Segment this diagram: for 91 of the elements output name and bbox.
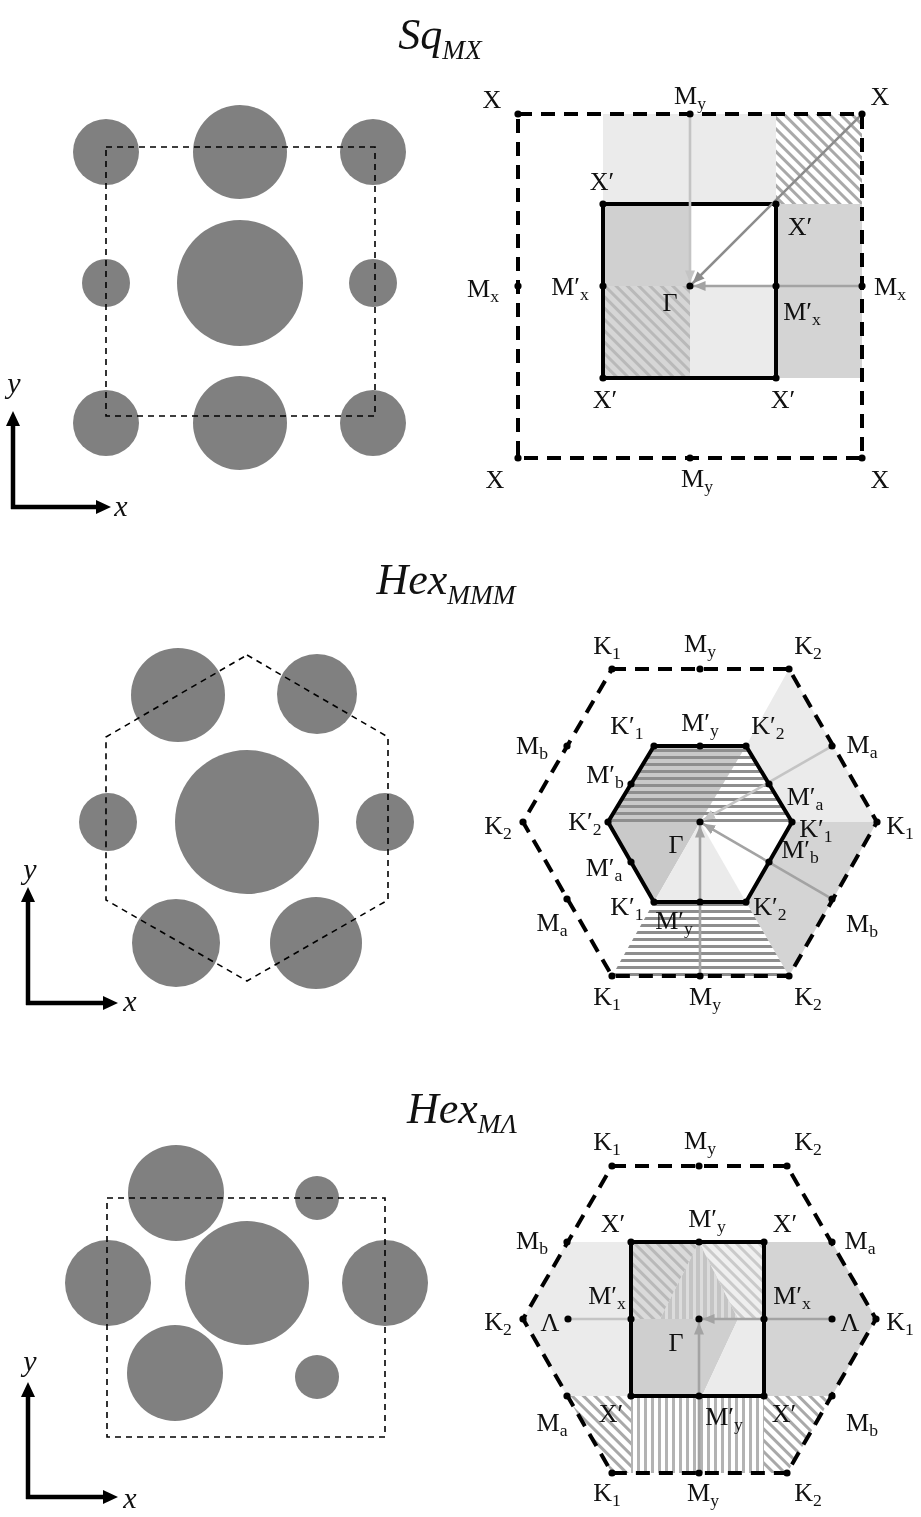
- point-label: Λ: [540, 1308, 560, 1338]
- point-label: Γ: [668, 1328, 684, 1358]
- point-label: M′$_{x}$: [773, 1281, 811, 1313]
- point-label: K′$_{2}$: [753, 892, 787, 924]
- point-marker-icon: [564, 1315, 572, 1323]
- point-label: M′$_{y}$: [681, 708, 719, 740]
- point-label: M$_{y}$: [674, 81, 706, 113]
- point-label: K$_{2}$: [794, 1478, 822, 1510]
- point-marker-icon: [858, 282, 866, 290]
- point-label: Γ: [668, 830, 684, 860]
- point-label: X′: [771, 1399, 797, 1429]
- point-label: M$_{b}$: [516, 1226, 548, 1258]
- point-label: M$_{x}$: [874, 272, 906, 304]
- arrow: [702, 822, 830, 899]
- point-label: K′$_{2}$: [751, 711, 785, 743]
- point-label: Γ: [662, 288, 678, 318]
- point-label: M$_{a}$: [536, 1408, 568, 1440]
- point-label: X′: [598, 1399, 624, 1429]
- point-marker-icon: [627, 1315, 635, 1323]
- point-label: M′$_{x}$: [588, 1281, 626, 1313]
- point-label: X: [870, 82, 890, 112]
- arrow: [695, 825, 705, 973]
- arrow: [702, 746, 830, 822]
- point-marker-icon: [828, 895, 836, 903]
- point-label: M$_{y}$: [689, 982, 721, 1014]
- point-label: X: [870, 465, 890, 495]
- point-label: K$_{2}$: [794, 982, 822, 1014]
- point-label: M$_{x}$: [467, 274, 499, 306]
- point-label: X′: [770, 385, 796, 415]
- point-label: K′$_{1}$: [610, 711, 644, 743]
- point-marker-icon: [695, 1315, 703, 1323]
- point-label: M′$_{y}$: [655, 906, 693, 938]
- point-label: M′$_{x}$: [783, 297, 821, 329]
- axis-label: x: [114, 488, 128, 522]
- axis-label: y: [7, 365, 21, 399]
- point-label: X′: [772, 1209, 798, 1239]
- point-label: K$_{1}$: [886, 811, 914, 843]
- point-label: M′$_{a}$: [786, 782, 824, 814]
- arrow: [694, 1322, 704, 1470]
- point-label: M$_{a}$: [846, 730, 878, 762]
- point-label: M$_{b}$: [846, 1408, 878, 1440]
- point-label: X′: [787, 212, 813, 242]
- point-marker-icon: [686, 282, 694, 290]
- point-label: K$_{1}$: [886, 1307, 914, 1339]
- axis-label: y: [23, 1343, 37, 1377]
- point-label: M$_{a}$: [844, 1226, 876, 1258]
- point-marker-icon: [828, 742, 836, 750]
- point-label: M$_{y}$: [684, 1126, 716, 1158]
- point-label: M$_{b}$: [516, 731, 548, 763]
- point-label: X′: [592, 385, 618, 415]
- arrow: [685, 117, 695, 283]
- point-marker-icon: [696, 818, 704, 826]
- point-label: M′$_{y}$: [688, 1204, 726, 1236]
- axis-label: y: [23, 851, 37, 885]
- panel-title: Hex$_{MΛ}$: [407, 1085, 517, 1139]
- arrow: [702, 1314, 829, 1324]
- point-marker-icon: [696, 972, 704, 980]
- point-label: M′$_{x}$: [551, 272, 589, 304]
- point-label: M′$_{a}$: [585, 853, 623, 885]
- point-label: M$_{y}$: [684, 629, 716, 661]
- point-label: K$_{2}$: [794, 631, 822, 663]
- point-label: M$_{y}$: [687, 1478, 719, 1510]
- point-label: M$_{y}$: [681, 464, 713, 496]
- path-line: [571, 1317, 628, 1321]
- axis-label: x: [123, 983, 137, 1017]
- point-label: K$_{2}$: [484, 811, 512, 843]
- point-label: X′: [600, 1209, 626, 1239]
- point-label: M$_{b}$: [846, 909, 878, 941]
- panel-title: Sq$_{MX}$: [398, 11, 482, 65]
- point-marker-icon: [828, 1315, 836, 1323]
- point-label: X: [482, 85, 502, 115]
- point-label: X′: [589, 167, 615, 197]
- point-label: M′$_{b}$: [586, 760, 624, 792]
- point-label: K$_{1}$: [593, 1127, 621, 1159]
- point-label: K$_{2}$: [794, 1127, 822, 1159]
- axis-label: x: [123, 1480, 137, 1514]
- point-marker-icon: [858, 110, 866, 118]
- point-label: K′$_{1}$: [610, 892, 644, 924]
- point-marker-icon: [686, 110, 694, 118]
- point-label: K$_{1}$: [593, 982, 621, 1014]
- point-label: K$_{1}$: [593, 1478, 621, 1510]
- point-label: X: [485, 465, 505, 495]
- point-label: K$_{2}$: [484, 1307, 512, 1339]
- arrow: [693, 281, 859, 291]
- point-marker-icon: [695, 1469, 703, 1477]
- point-label: Λ: [840, 1308, 860, 1338]
- point-label: M$_{a}$: [536, 908, 568, 940]
- point-label: K′$_{2}$: [568, 807, 602, 839]
- point-label: K$_{1}$: [593, 631, 621, 663]
- point-label: M′$_{y}$: [705, 1402, 743, 1434]
- panel-title: Hex$_{MMM}$: [376, 556, 516, 610]
